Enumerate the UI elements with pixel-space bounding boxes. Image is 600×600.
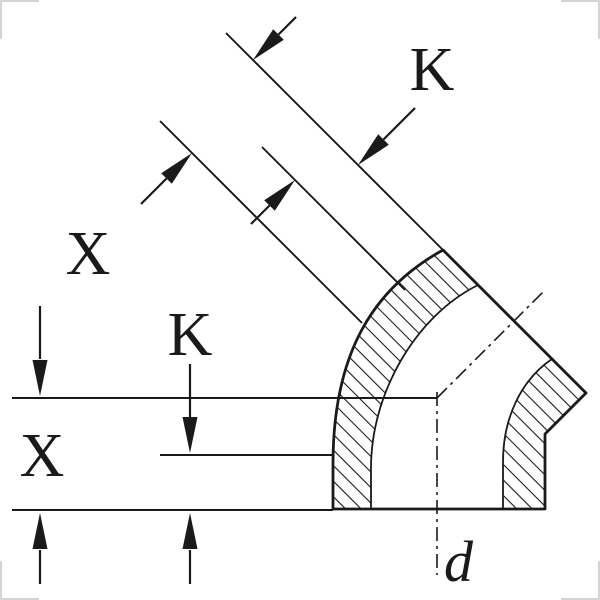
k-dim-arrow-down bbox=[182, 364, 198, 453]
dim-line-center-diagonal bbox=[159, 120, 363, 324]
corner-mark-bottom-right bbox=[561, 561, 600, 600]
bore-wall-right bbox=[502, 358, 553, 509]
wall-section-hatch-outer bbox=[333, 250, 478, 509]
x-dim-arrow-up bbox=[32, 513, 48, 584]
fitting-cross-section bbox=[331, 248, 588, 511]
label-k-diagonal: K bbox=[410, 36, 455, 104]
x-dim-arrow-diagonal-upper-shaft bbox=[277, 16, 297, 36]
labels: K X K X d bbox=[20, 36, 474, 594]
corner-mark-top-right bbox=[561, 0, 600, 39]
k-dim-arrow-diagonal-upper-shaft bbox=[382, 107, 416, 141]
label-x-vertical: X bbox=[20, 422, 65, 490]
x-dim-arrow-diagonal-lower-shaft bbox=[140, 177, 168, 205]
x-dim-arrow-diagonal-upper-head bbox=[253, 29, 284, 60]
label-k-vertical: K bbox=[168, 301, 213, 369]
k-dim-arrow-diagonal-lower-shaft bbox=[250, 204, 271, 225]
centerlines bbox=[436, 290, 545, 575]
k-dim-arrow-diagonal-lower bbox=[250, 180, 295, 225]
x-dim-arrow-down bbox=[32, 306, 48, 396]
k-dim-arrow-down-head bbox=[182, 417, 198, 453]
k-dim-arrow-up bbox=[182, 513, 198, 584]
dim-line-depth-diagonal bbox=[261, 146, 406, 291]
x-dim-arrow-diagonal-lower-head bbox=[161, 153, 192, 184]
x-dim-arrow-diagonal-upper bbox=[253, 16, 297, 60]
dim-line-end-face-diagonal bbox=[225, 32, 444, 251]
x-dim-arrow-diagonal-lower bbox=[140, 153, 192, 205]
k-dim-arrow-up-head bbox=[182, 513, 198, 549]
centerline-diagonal bbox=[436, 290, 545, 399]
dimension-arrows-vertical bbox=[32, 306, 198, 584]
bore-wall-left bbox=[370, 284, 479, 509]
x-dim-arrow-down-head bbox=[32, 360, 48, 396]
k-dim-arrow-diagonal-upper-head bbox=[358, 134, 389, 165]
label-x-diagonal: X bbox=[66, 220, 111, 288]
end-face-tick bbox=[501, 308, 529, 336]
dimension-arrows-diagonal bbox=[140, 16, 416, 225]
x-dim-arrow-up-head bbox=[32, 513, 48, 549]
corner-mark-top-left bbox=[0, 0, 39, 39]
corner-mark-bottom-left bbox=[0, 561, 39, 600]
label-diameter: d bbox=[444, 529, 474, 594]
k-dim-arrow-diagonal-upper bbox=[358, 107, 416, 165]
k-dim-arrow-diagonal-lower-head bbox=[264, 180, 295, 211]
dimension-lines bbox=[12, 32, 444, 511]
